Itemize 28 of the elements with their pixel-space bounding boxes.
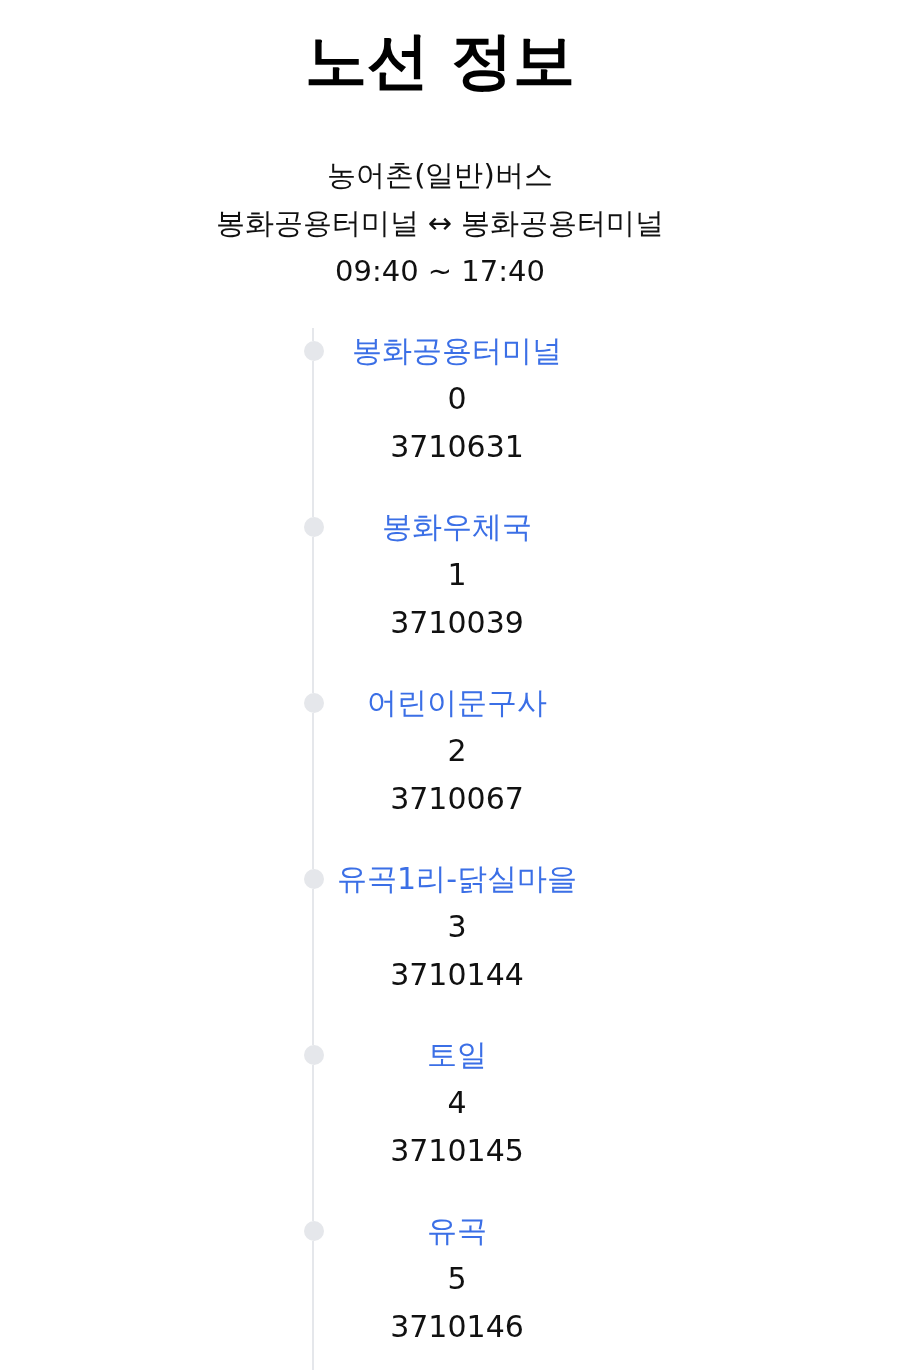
timeline-dot [304, 1221, 324, 1241]
timeline-dot [304, 869, 324, 889]
stop-id: 3710144 [390, 956, 524, 994]
route-endpoints-text: 봉화공용터미널 ↔ 봉화공용터미널 [215, 205, 665, 242]
stop-id: 3710067 [390, 780, 524, 818]
timeline-dot [304, 517, 324, 537]
stop-id: 3710631 [390, 428, 524, 466]
timeline-dot [304, 341, 324, 361]
service-hours-text: 09:40 ~ 17:40 [335, 253, 545, 290]
stop-id: 3710145 [390, 1132, 524, 1170]
stop-name: 유곡 [427, 1212, 487, 1250]
stop-id: 3710146 [390, 1308, 524, 1346]
timeline-dot [304, 693, 324, 713]
stop-sequence-number: 2 [447, 732, 467, 770]
timeline-dot [304, 1045, 324, 1065]
stop-name: 유곡1리-닭실마을 [337, 860, 577, 898]
bus-type-text: 농어촌(일반)버스 [327, 157, 553, 194]
stop-name: 봉화공용터미널 [352, 332, 562, 370]
page-title: 노선 정보 [305, 24, 575, 99]
stop-name: 봉화우체국 [382, 508, 532, 546]
stop-sequence-number: 4 [447, 1084, 467, 1122]
stop-sequence-number: 5 [447, 1260, 467, 1298]
stop-sequence-number: 0 [447, 380, 467, 418]
stop-sequence-number: 1 [447, 556, 467, 594]
stop-name: 토일 [427, 1036, 487, 1074]
stop-id: 3710039 [390, 604, 524, 642]
stop-name: 어린이문구사 [367, 684, 547, 722]
stop-sequence-number: 3 [447, 908, 467, 946]
